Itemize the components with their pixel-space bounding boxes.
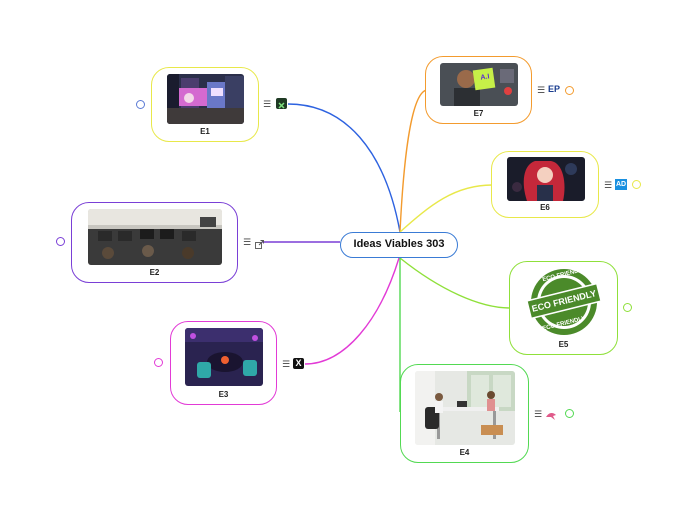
e5-collapse-toggle[interactable] bbox=[623, 303, 632, 312]
e4-collapse-toggle[interactable] bbox=[565, 409, 574, 418]
connector-e6 bbox=[399, 184, 493, 233]
e6-notes-icon[interactable]: ☰ bbox=[604, 180, 613, 190]
topic-e5[interactable]: ECO FRIENDLY ECO FRIENDLY ECO FRIENDLY E… bbox=[509, 261, 618, 355]
topic-e7[interactable]: A.I E7 bbox=[425, 56, 532, 124]
topic-e6[interactable]: E6 bbox=[491, 151, 599, 218]
e1-collapse-toggle[interactable] bbox=[136, 100, 145, 109]
gaming-room-photo bbox=[185, 328, 263, 386]
e3-collapse-toggle[interactable] bbox=[154, 358, 163, 367]
e7-collapse-toggle[interactable] bbox=[565, 86, 574, 95]
topic-e1-label: E1 bbox=[200, 127, 210, 136]
eco-friendly-stamp: ECO FRIENDLY ECO FRIENDLY ECO FRIENDLY bbox=[526, 267, 602, 337]
connector-e7 bbox=[399, 89, 428, 233]
topic-e3[interactable]: E3 bbox=[170, 321, 277, 405]
topic-e3-label: E3 bbox=[218, 390, 229, 399]
e2-notes-icon[interactable]: ☰ bbox=[243, 237, 252, 247]
topic-e1[interactable]: E1 bbox=[151, 67, 259, 142]
external-link-icon[interactable] bbox=[255, 236, 264, 249]
topic-e2[interactable]: E2 bbox=[71, 202, 238, 283]
computer-lab-photo bbox=[88, 209, 222, 265]
connector-e1 bbox=[287, 103, 401, 233]
anime-character-illustration bbox=[507, 157, 585, 201]
topic-e4[interactable]: E4 bbox=[400, 364, 529, 463]
e3-notes-icon[interactable]: ☰ bbox=[282, 359, 291, 369]
e2-collapse-toggle[interactable] bbox=[56, 237, 65, 246]
man-holding-ai-note-photo: A.I bbox=[440, 63, 518, 106]
connector-e5 bbox=[399, 257, 511, 309]
bird-logo-icon[interactable] bbox=[545, 408, 557, 420]
central-topic[interactable]: Ideas Viables 303 bbox=[340, 232, 458, 258]
ep-logo-icon[interactable]: EP bbox=[548, 84, 561, 94]
topic-e5-label: E5 bbox=[558, 340, 569, 349]
e4-notes-icon[interactable]: ☰ bbox=[534, 409, 543, 419]
topic-e4-label: E4 bbox=[459, 448, 470, 457]
ad-logo-icon[interactable]: AD bbox=[615, 179, 627, 190]
office-desk-photo bbox=[415, 371, 515, 445]
topic-e7-label: E7 bbox=[473, 109, 484, 118]
city-billboards-photo bbox=[167, 74, 244, 124]
x-logo-icon[interactable]: X bbox=[293, 358, 304, 369]
e6-collapse-toggle[interactable] bbox=[632, 180, 641, 189]
connector-e3 bbox=[304, 257, 400, 365]
topic-e6-label: E6 bbox=[540, 203, 550, 212]
e1-notes-icon[interactable]: ☰ bbox=[263, 99, 272, 109]
topic-e2-label: E2 bbox=[149, 268, 160, 277]
spreadsheet-icon[interactable] bbox=[276, 98, 287, 109]
e7-notes-icon[interactable]: ☰ bbox=[537, 85, 546, 95]
